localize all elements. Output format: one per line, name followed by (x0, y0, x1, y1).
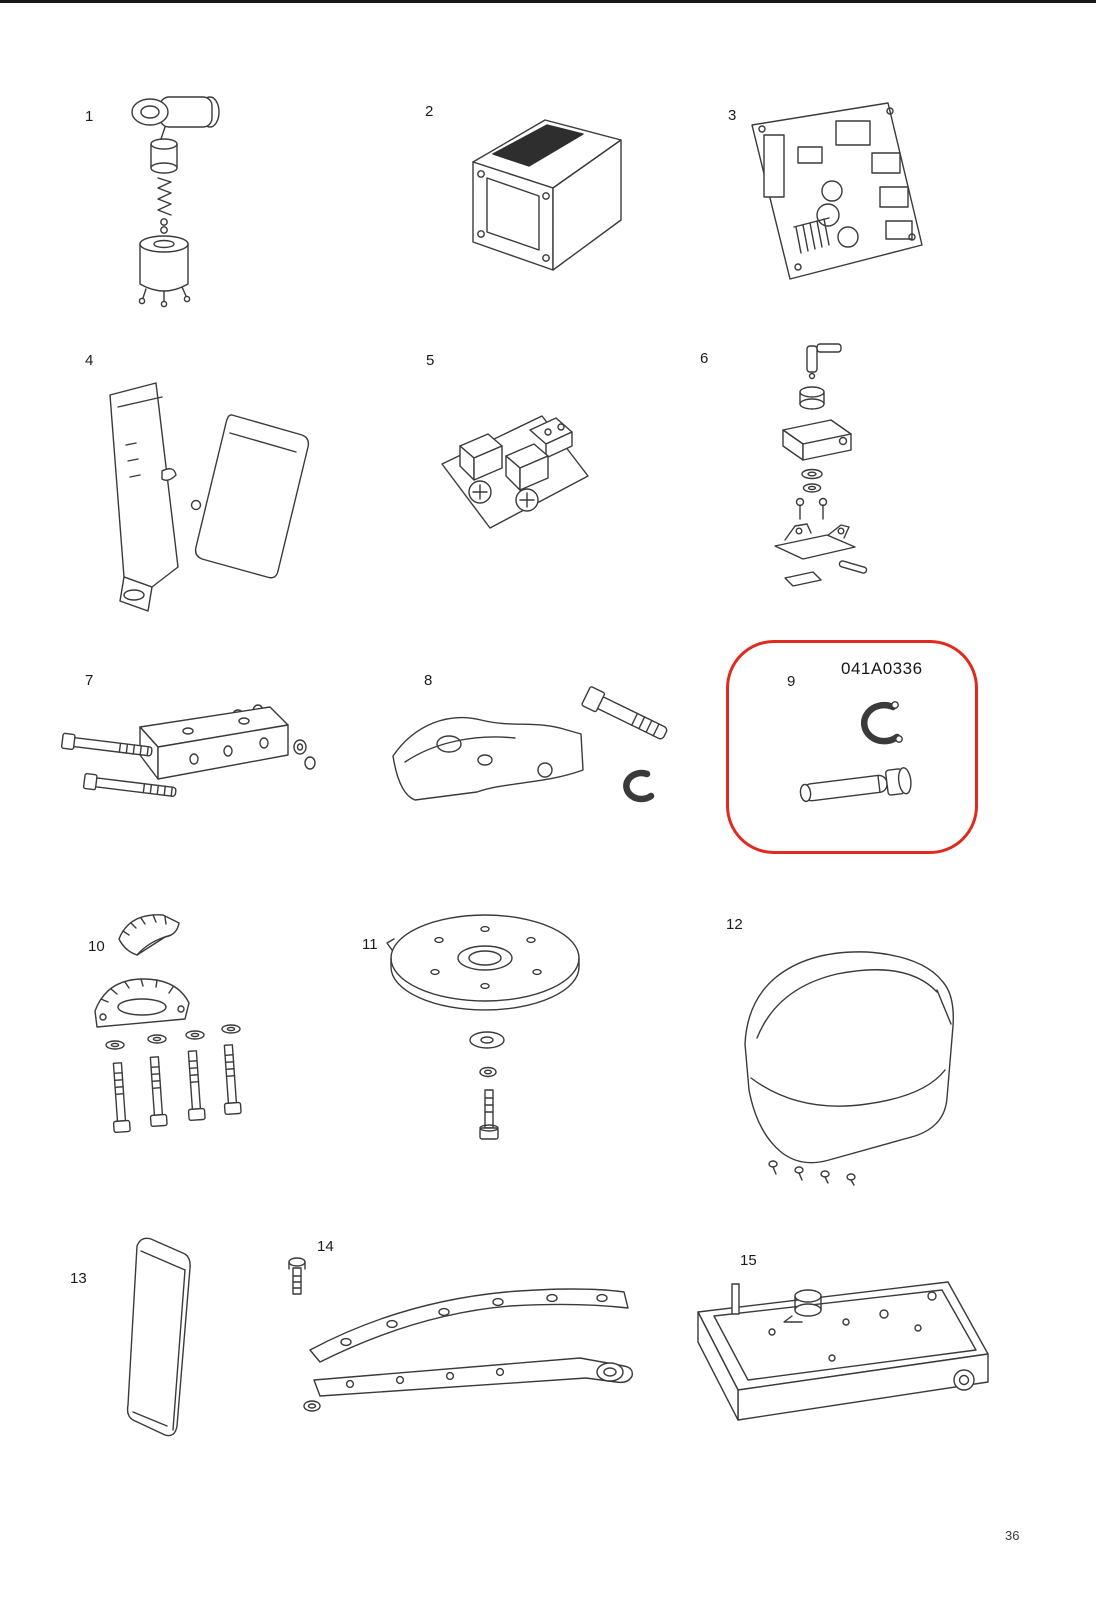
part-number: 1 (85, 108, 94, 125)
page-number: 36 (1005, 1528, 1020, 1543)
part-number: 7 (85, 672, 94, 689)
cover-housing-icon (744, 951, 954, 1186)
pulley-disc-icon (386, 914, 580, 1140)
part-figure-1: 1 (85, 85, 250, 330)
part-number: 12 (726, 916, 743, 933)
part-number: 5 (426, 352, 435, 369)
part-number: 3 (728, 107, 737, 124)
part-figure-6: 6 (700, 340, 885, 625)
part-figure-8: 8 (385, 672, 685, 820)
part-figure-15: 15 (680, 1252, 995, 1435)
page-top-edge (0, 0, 1096, 3)
terminal-block-icon (441, 415, 589, 529)
part-figure-12: 12 (715, 916, 960, 1186)
part-figure-2: 2 (425, 100, 630, 285)
part-number: 11 (362, 936, 378, 953)
part-number: 6 (700, 350, 709, 367)
highlight-part-code: 041A0336 (841, 659, 923, 678)
part-figure-11: 11 (362, 900, 585, 1150)
part-number: 13 (70, 1270, 87, 1287)
part-number: 8 (424, 672, 433, 689)
bracket-with-bolts-icon (60, 704, 316, 797)
highlight-callout: 9 041A0336 (726, 640, 978, 854)
part-number: 15 (740, 1252, 757, 1269)
part-number: 9 (787, 673, 796, 690)
part-figure-10: 10 (85, 905, 265, 1150)
door-arm-assembly-icon (288, 1257, 634, 1412)
part-figure-7: 7 (58, 672, 318, 835)
retaining-ring-and-clevis-pin-icon (799, 701, 912, 803)
panel-and-cover-icon (109, 382, 310, 612)
part-figure-5: 5 (426, 352, 595, 550)
part-number: 2 (425, 103, 434, 120)
side-panel-icon (126, 1237, 191, 1437)
switch-hardware-stack-icon (774, 343, 868, 587)
bracket-bolt-clip-icon (392, 686, 668, 803)
part-figure-4: 4 (80, 352, 310, 625)
part-number: 14 (317, 1238, 334, 1255)
part-figure-3: 3 (728, 95, 925, 300)
part-figure-14: 14 (280, 1238, 650, 1415)
circuit-board-icon (751, 102, 923, 280)
clamp-and-hardware-icon (94, 914, 242, 1134)
base-chassis-icon (697, 1281, 989, 1421)
part-figure-13: 13 (70, 1230, 215, 1455)
transformer-icon (472, 119, 622, 271)
motor-assembly-icon (131, 96, 220, 308)
part-number: 10 (88, 938, 105, 955)
part-number: 4 (85, 352, 94, 369)
